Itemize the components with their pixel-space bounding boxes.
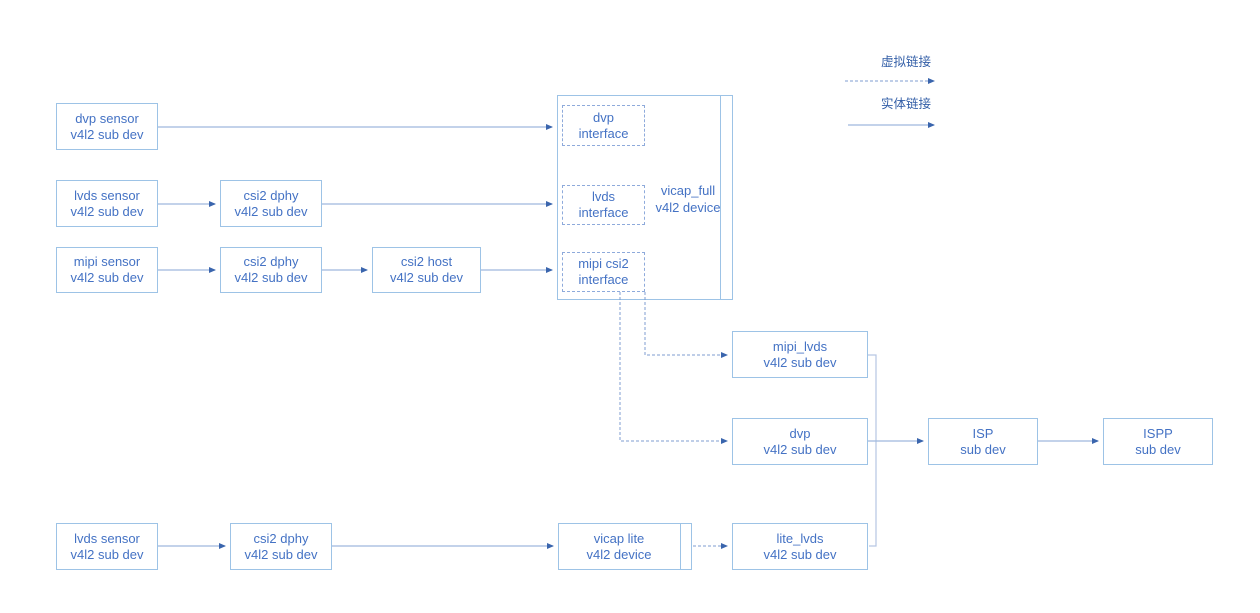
node-csi2-dphy-lvds: csi2 dphy v4l2 sub dev [220, 180, 322, 227]
node-lvds-interface: lvds interface [562, 185, 645, 225]
node-dvp-sensor: dvp sensor v4l2 sub dev [56, 103, 158, 150]
edge-merge-elbow [868, 354, 877, 547]
node-mipi-csi2-interface: mipi csi2 interface [562, 252, 645, 292]
node-csi2-dphy-lite: csi2 dphy v4l2 sub dev [230, 523, 332, 570]
node-lite-lvds-subdev: lite_lvds v4l2 sub dev [732, 523, 868, 570]
node-isp-subdev: ISP sub dev [928, 418, 1038, 465]
edge-vicap-full-to-dvp-subdev-virtual [619, 292, 728, 444]
vicap-full-divider [720, 96, 721, 299]
node-mipi-sensor: mipi sensor v4l2 sub dev [56, 247, 158, 293]
node-ispp-subdev: ISPP sub dev [1103, 418, 1213, 465]
node-vicap-full-device [557, 95, 733, 300]
node-mipi-lvds-subdev: mipi_lvds v4l2 sub dev [732, 331, 868, 378]
edge-vicap-full-to-mipi-lvds-virtual [644, 292, 728, 358]
legend-physical-link-label: 实体链接 [881, 97, 932, 111]
node-dvp-subdev: dvp v4l2 sub dev [732, 418, 868, 465]
node-vicap-lite-device: vicap lite v4l2 device [558, 523, 692, 570]
node-dvp-interface: dvp interface [562, 105, 645, 146]
vicap-full-label: vicap_full v4l2 device [655, 183, 721, 215]
node-lvds-sensor: lvds sensor v4l2 sub dev [56, 180, 158, 227]
vicap-lite-divider [680, 523, 681, 570]
node-lvds-sensor-lite: lvds sensor v4l2 sub dev [56, 523, 158, 570]
node-csi2-host: csi2 host v4l2 sub dev [372, 247, 481, 293]
node-csi2-dphy-mipi: csi2 dphy v4l2 sub dev [220, 247, 322, 293]
legend-virtual-link-label: 虚拟链接 [881, 55, 932, 69]
